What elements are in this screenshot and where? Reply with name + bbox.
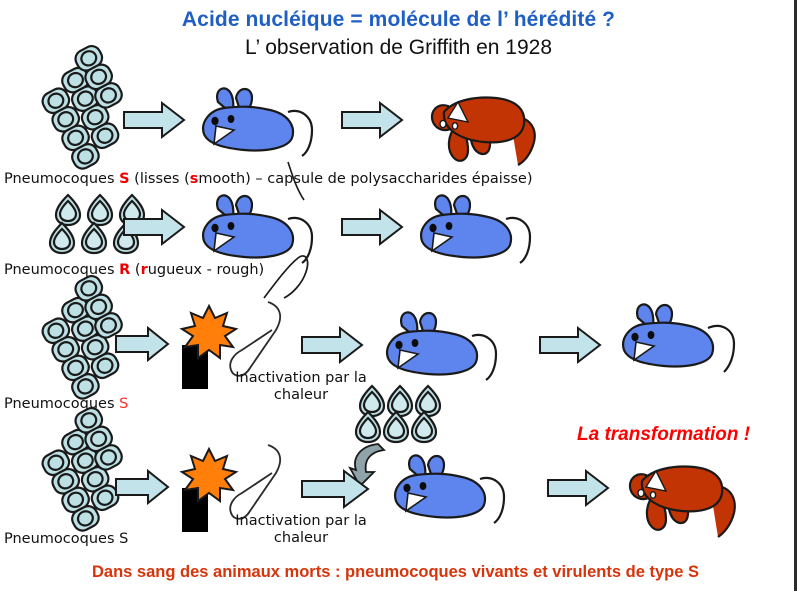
transformation-callout: La transformation ! xyxy=(577,424,751,445)
mouse-alive-result-row2 xyxy=(414,189,534,267)
heat-source-row3 xyxy=(176,303,242,389)
arrow-injection-row3 xyxy=(300,325,364,365)
mouse-alive-row1 xyxy=(196,82,316,160)
bacteria-colony-r-row2 xyxy=(48,193,152,256)
bacteria-colony-s-row3 xyxy=(41,275,157,401)
arrow-result-row4 xyxy=(546,468,610,508)
arrow-injection-row4 xyxy=(300,468,370,510)
arrow-injection-row1 xyxy=(122,100,186,140)
caption-row2-seg1: R xyxy=(119,262,131,278)
caption-row1-seg4: mooth) – capsule de polysaccharides épai… xyxy=(198,171,533,187)
caption-row-2: Pneumocoques R (rugueux - rough) xyxy=(4,262,264,278)
caption-row1-seg0: Pneumocoques xyxy=(4,171,120,187)
mouse-alive-result-row3 xyxy=(616,298,740,380)
caption-row3-seg1: S xyxy=(119,396,129,412)
caption-row-3: Pneumocoques S xyxy=(4,396,128,412)
caption-row2-seg4: ugueux - rough) xyxy=(147,262,265,278)
capsule-pointer-line xyxy=(286,160,310,202)
heat-source-row4 xyxy=(176,446,242,532)
heat-label-row3: Inactivation par la chaleur xyxy=(235,370,367,403)
page-title: Acide nucléique = molécule de l’ hérédit… xyxy=(181,8,616,31)
arrow-injection-row2 xyxy=(122,207,186,247)
mouse-alive-row3 xyxy=(380,306,500,384)
test-tube-row3 xyxy=(228,300,292,382)
test-tube-row4 xyxy=(228,443,292,525)
caption-row2-seg2: ( xyxy=(130,262,141,278)
conclusion-banner: Dans sang des animaux morts : pneumocoqu… xyxy=(91,563,699,581)
caption-row1-seg3: s xyxy=(189,171,199,187)
caption-row1-seg1: S xyxy=(119,171,130,187)
arrow-to-heat-row4 xyxy=(114,468,170,506)
mouse-dead-row1 xyxy=(414,82,544,167)
bacteria-colony-s-row4 xyxy=(41,407,157,533)
tail-curl-row2 xyxy=(262,252,312,300)
caption-row4-seg0: Pneumocoques S xyxy=(4,531,129,547)
caption-row-4: Pneumocoques S xyxy=(4,531,128,547)
caption-row2-seg0: Pneumocoques xyxy=(4,262,120,278)
mouse-alive-row4 xyxy=(388,449,508,527)
bacteria-colony-s-row1 xyxy=(41,45,157,171)
arrow-curved-mixing-row4 xyxy=(336,442,398,498)
caption-row2-seg3: r xyxy=(140,262,148,278)
bacteria-colony-r-added-row4 xyxy=(354,384,456,447)
page-subtitle: L’ observation de Griffith en 1928 xyxy=(244,36,553,59)
mouse-dead-row4 xyxy=(612,451,744,539)
arrow-to-heat-row3 xyxy=(114,325,170,363)
caption-row-1: Pneumocoques S (lisses (smooth) – capsul… xyxy=(4,171,533,187)
arrow-result-row1 xyxy=(340,100,404,140)
heat-label-row4: Inactivation par la chaleur xyxy=(235,513,367,546)
arrow-result-row3 xyxy=(538,325,602,365)
caption-row3-seg0: Pneumocoques xyxy=(4,396,120,412)
arrow-result-row2 xyxy=(340,207,404,247)
caption-row1-seg2: (lisses ( xyxy=(129,171,190,187)
